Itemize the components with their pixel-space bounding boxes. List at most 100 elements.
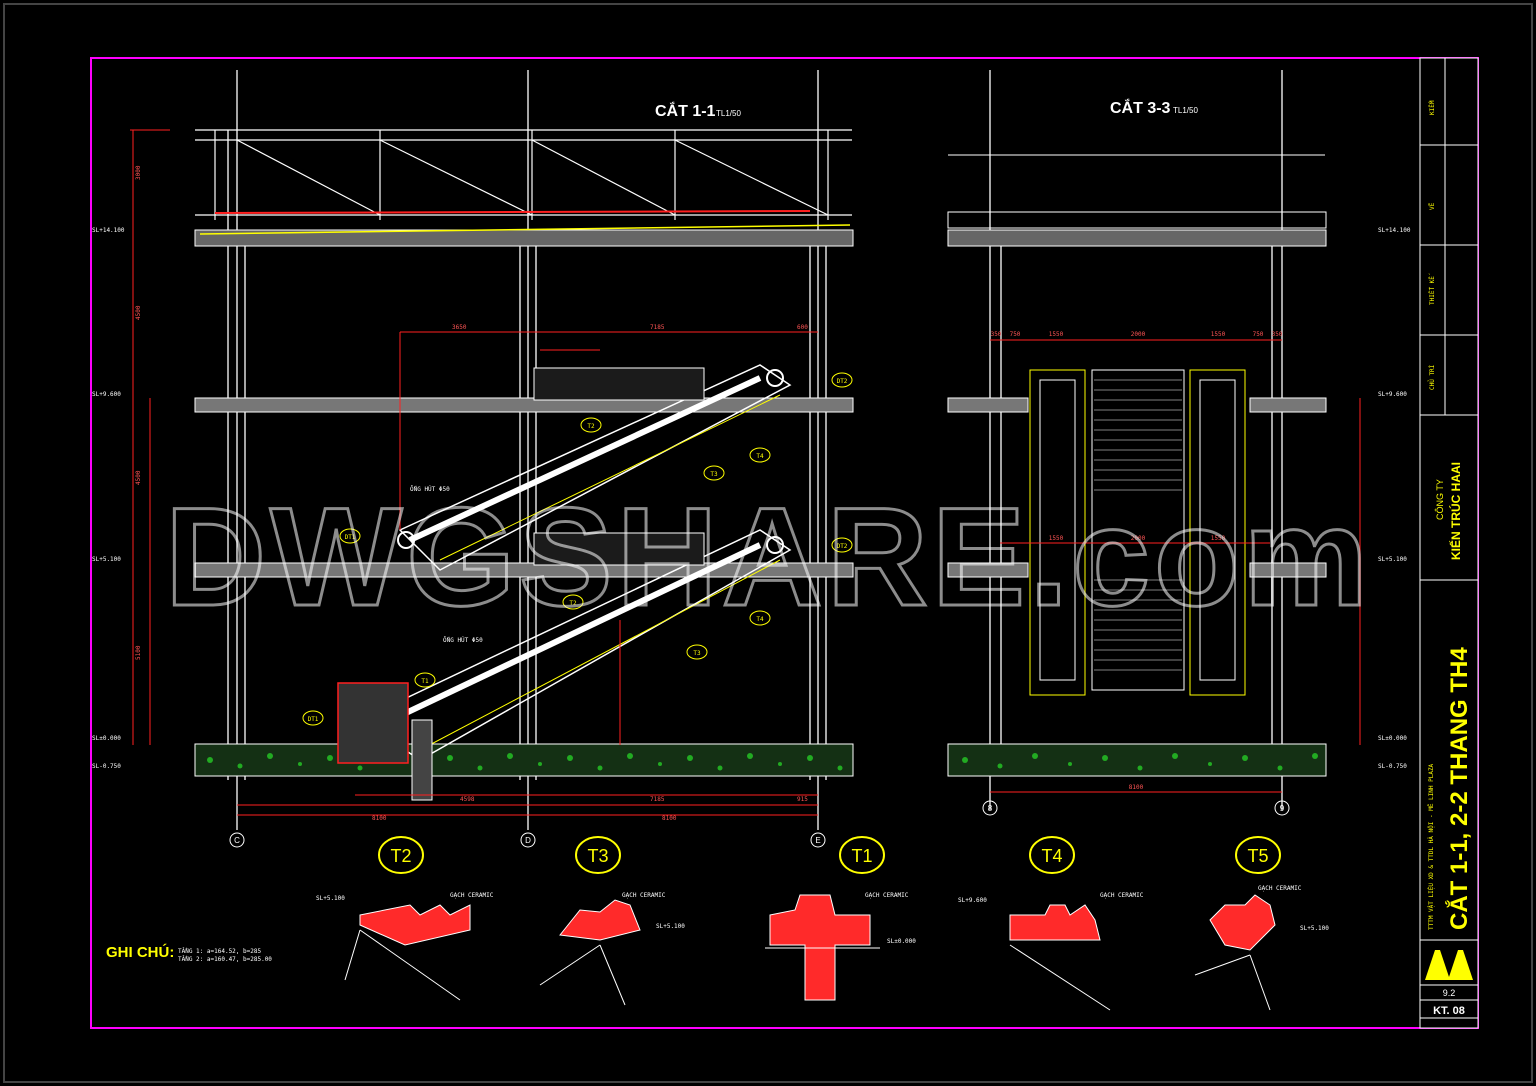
detail-tag-text: DT1	[345, 534, 356, 541]
grid-axis-bubble	[229, 832, 245, 848]
dim-text: 2000	[1131, 535, 1146, 542]
title-block: KIỂM VẼ THIẾT KẾ CHỦ TRÌ CÔNG TY KIẾN TR…	[1419, 57, 1479, 1029]
grid-axis-label: 8	[988, 804, 993, 813]
outer-border	[3, 3, 1533, 1083]
grid-axis-label: E	[815, 836, 820, 845]
section-3-3: CẮT 3-3 TL1/50	[947, 70, 1411, 816]
dim-text: 350	[1272, 331, 1283, 338]
dim-text: 1550	[1211, 535, 1226, 542]
escalator-bays	[1029, 369, 1246, 696]
detail-tag-text: T2	[587, 423, 595, 430]
dim-text: 1550	[1049, 535, 1064, 542]
detail-row: T2 GẠCH CERAMIC SL+5.100 T3 GẠCH CERAMIC…	[316, 836, 1329, 1011]
detail-label: GẠCH CERAMIC	[865, 892, 909, 899]
grating-upper	[533, 367, 705, 401]
detail-tag-text: T1	[421, 678, 429, 685]
detail-tag-text: DT1	[308, 716, 319, 723]
section-1-1: CẮT 1-1 TL1/50	[92, 70, 854, 848]
detail-level: SL±0.000	[887, 938, 916, 945]
level-label: SL+9.600	[92, 391, 121, 398]
roof-red-line	[214, 210, 811, 214]
detail-level: SL+9.600	[958, 897, 987, 904]
section-1-title: CẮT 1-1	[655, 101, 716, 120]
slab-3-14100	[947, 229, 1327, 247]
roof-3-3	[947, 211, 1327, 229]
level-label: SL+14.100	[1378, 227, 1411, 234]
dim-text: 2000	[1131, 331, 1146, 338]
notes: GHI CHÚ: TẦNG 1: a=164.52, b=285 TẦNG 2:…	[106, 943, 272, 963]
pipe-label: ỐNG HÚT Φ50	[410, 486, 450, 493]
dim-text: 8100	[662, 815, 677, 822]
grid-axis-bubble	[1274, 800, 1290, 816]
slab-3-9600-right	[1249, 397, 1327, 413]
detail-label: GẠCH CERAMIC	[450, 892, 494, 899]
grid-axis-label: 9	[1280, 804, 1285, 813]
stair-treads	[1094, 379, 1182, 671]
level-label: SL±0.000	[1378, 735, 1407, 742]
grid-axis-label: D	[525, 836, 531, 845]
slab-3-5100-left	[947, 562, 1029, 578]
detail-level: SL+5.100	[1300, 925, 1329, 932]
detail-T2-tag: T2	[390, 846, 411, 866]
detail-level: SL+5.100	[656, 923, 685, 930]
detail-T1: T1 GẠCH CERAMIC SL±0.000	[765, 836, 916, 1001]
sheet-number: KT. 08	[1433, 1005, 1465, 1017]
grid-axis-bubble	[810, 832, 826, 848]
detail-T4: T4 GẠCH CERAMIC SL+9.600	[958, 836, 1144, 1011]
detail-T3-tag: T3	[587, 846, 608, 866]
dim-text: 750	[1253, 331, 1264, 338]
detail-T2: T2 GẠCH CERAMIC SL+5.100	[316, 836, 494, 1001]
company-label: CÔNG TY	[1435, 479, 1445, 520]
grating-lower	[533, 532, 705, 566]
dim-text: 7185	[650, 324, 665, 331]
dimension-lines	[130, 129, 818, 816]
level-label: SL-0.750	[92, 763, 121, 770]
detail-tag-text: T3	[693, 650, 701, 657]
dim-text: 4500	[135, 470, 142, 485]
level-label: SL+5.100	[1378, 556, 1407, 563]
detail-tag-text: DT2	[837, 378, 848, 385]
role-label: CHỦ TRÌ	[1428, 364, 1436, 390]
dim-text: 915	[797, 796, 808, 803]
detail-label: GẠCH CERAMIC	[622, 892, 666, 899]
dim-text: 5100	[135, 645, 142, 660]
role-label: VẼ	[1429, 202, 1436, 210]
detail-T5: T5 GẠCH CERAMIC SL+5.100	[1194, 836, 1329, 1011]
slab-5100	[194, 562, 854, 578]
detail-T3: T3 GẠCH CERAMIC SL+5.100	[539, 836, 685, 1006]
detail-tag-text: T4	[756, 616, 764, 623]
dim-text: 600	[797, 324, 808, 331]
detail-tags	[302, 372, 853, 726]
detail-tag-text: T4	[756, 453, 764, 460]
dim-text: 750	[1010, 331, 1021, 338]
level-labels: SL+14.100 SL+9.600 SL+5.100 SL±0.000 SL-…	[92, 227, 125, 770]
escalator-lower	[337, 529, 792, 801]
drawing-title: CẮT 1-1, 2-2 THANG TH4	[1445, 647, 1473, 930]
dim-text: 1550	[1049, 331, 1064, 338]
escalator-upper	[397, 364, 792, 571]
detail-tag-text: DT2	[837, 543, 848, 550]
level-label: SL+5.100	[92, 556, 121, 563]
pipe-label: ỐNG HÚT Φ50	[443, 637, 483, 644]
dim-text: 1550	[1211, 331, 1226, 338]
detail-tag-text: T3	[710, 471, 718, 478]
section-1-scale: TL1/50	[716, 109, 741, 118]
role-label: KIỂM	[1428, 100, 1436, 115]
section-3-scale: TL1/50	[1173, 106, 1198, 115]
level-label: SL-0.750	[1378, 763, 1407, 770]
grid-axis-label: C	[234, 836, 240, 845]
level-label: SL±0.000	[92, 735, 121, 742]
grid-axis-bubble	[982, 800, 998, 816]
ground-3-3	[947, 743, 1327, 777]
notes-line-2: TẦNG 2: a=160.47, b=285.00	[178, 956, 272, 963]
dim-text: 350	[991, 331, 1002, 338]
slab-9600	[194, 397, 854, 413]
dim-text: 3000	[135, 165, 142, 180]
detail-level: SL+5.100	[316, 895, 345, 902]
grid-axis-bubble	[520, 832, 536, 848]
dim-text: 4500	[135, 305, 142, 320]
dim-text: 7185	[650, 796, 665, 803]
company-name: KIẾN TRÚC HAAI	[1448, 462, 1463, 560]
level-label: SL+14.100	[92, 227, 125, 234]
role-label: THIẾT KẾ	[1428, 273, 1436, 305]
